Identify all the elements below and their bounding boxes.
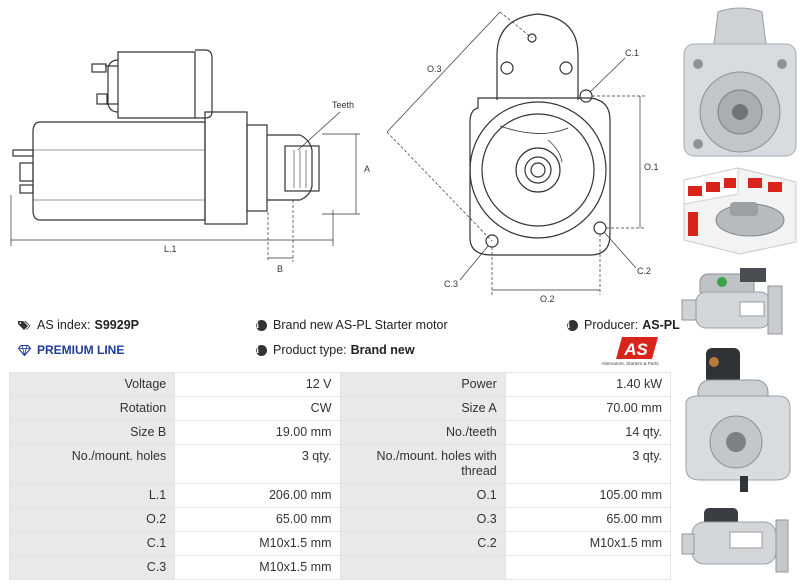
spec-value: CW bbox=[174, 396, 341, 421]
dimension-b-label: B bbox=[277, 264, 283, 274]
premium-line-row: PREMIUM LINE bbox=[18, 343, 124, 357]
spec-label: C.1 bbox=[8, 531, 176, 556]
spec-label: Size A bbox=[339, 396, 506, 421]
info-icon: i bbox=[567, 319, 578, 331]
technical-drawing: Teeth A B L.1 O.1 O.2 O.3 C.1 C.2 C.3 bbox=[10, 11, 659, 304]
product-photo-side-2[interactable] bbox=[678, 500, 800, 580]
dimension-o1-label: O.1 bbox=[644, 162, 659, 172]
spec-value: 19.00 mm bbox=[174, 420, 341, 445]
product-photo-side[interactable] bbox=[678, 262, 800, 340]
info-icon: i bbox=[256, 344, 267, 356]
dimension-a-label: A bbox=[364, 164, 370, 174]
producer-label: Producer: bbox=[584, 318, 639, 332]
teeth-label: Teeth bbox=[332, 100, 354, 110]
info-icon: i bbox=[256, 319, 267, 331]
spec-label: O.3 bbox=[339, 507, 506, 532]
spec-value: 12 V bbox=[174, 372, 341, 397]
spec-value: 3 qty. bbox=[504, 444, 672, 484]
dimension-o2-label: O.2 bbox=[540, 294, 555, 304]
product-photo-angled[interactable] bbox=[678, 344, 800, 494]
hole-c2-label: C.2 bbox=[637, 266, 651, 276]
spec-label: L.1 bbox=[8, 483, 176, 508]
tag-icon bbox=[18, 320, 31, 330]
diamond-icon bbox=[18, 344, 31, 356]
spec-label: C.3 bbox=[8, 555, 176, 580]
premium-line-label: PREMIUM LINE bbox=[37, 343, 125, 357]
as-index-row: AS index: S9929P bbox=[18, 318, 139, 332]
spec-value: 70.00 mm bbox=[504, 396, 672, 421]
product-photo-front[interactable] bbox=[678, 4, 800, 160]
spec-label: No./mount. holes with thread bbox=[339, 444, 506, 484]
as-pl-logo: AS Alternators, Starters & Parts bbox=[601, 337, 659, 366]
spec-label: Size B bbox=[8, 420, 176, 445]
spec-value: 65.00 mm bbox=[504, 507, 672, 532]
spec-value: 3 qty. bbox=[174, 444, 341, 484]
as-index-value: S9929P bbox=[94, 318, 139, 332]
hole-c1-label: C.1 bbox=[625, 48, 639, 58]
spec-value: 14 qty. bbox=[504, 420, 672, 445]
side-view-drawing bbox=[10, 49, 360, 262]
spec-value: 206.00 mm bbox=[174, 483, 341, 508]
logo-mark: AS bbox=[623, 340, 648, 359]
spec-value: M10x1.5 mm bbox=[504, 531, 672, 556]
spec-value: 1.40 kW bbox=[504, 372, 672, 397]
dimension-l1-label: L.1 bbox=[164, 244, 177, 254]
spec-label bbox=[339, 555, 506, 580]
spec-label: Power bbox=[339, 372, 506, 397]
dimension-o3-label: O.3 bbox=[427, 64, 442, 74]
product-type-value: Brand new bbox=[350, 343, 415, 357]
spec-value: M10x1.5 mm bbox=[174, 531, 341, 556]
description-row: i Brand new AS-PL Starter motor bbox=[256, 318, 448, 332]
product-type-label: Product type: bbox=[273, 343, 347, 357]
spec-value bbox=[504, 555, 672, 580]
product-photo-box[interactable] bbox=[678, 164, 800, 256]
hole-c3-label: C.3 bbox=[444, 279, 458, 289]
producer-row: i Producer: AS-PL bbox=[567, 318, 680, 332]
producer-value: AS-PL bbox=[642, 318, 680, 332]
spec-label: Voltage bbox=[8, 372, 176, 397]
spec-value: 105.00 mm bbox=[504, 483, 672, 508]
product-photo-strip bbox=[678, 0, 800, 585]
front-view-drawing bbox=[386, 11, 645, 295]
spec-value: 65.00 mm bbox=[174, 507, 341, 532]
spec-label: No./teeth bbox=[339, 420, 506, 445]
spec-label: O.2 bbox=[8, 507, 176, 532]
spec-label: O.1 bbox=[339, 483, 506, 508]
as-index-label: AS index: bbox=[37, 318, 91, 332]
spec-label: No./mount. holes bbox=[8, 444, 176, 484]
spec-label: Rotation bbox=[8, 396, 176, 421]
logo-tagline: Alternators, Starters & Parts bbox=[601, 361, 659, 366]
spec-value: M10x1.5 mm bbox=[174, 555, 341, 580]
product-type-row: i Product type: Brand new bbox=[256, 343, 415, 357]
product-description: Brand new AS-PL Starter motor bbox=[273, 318, 448, 332]
spec-label: C.2 bbox=[339, 531, 506, 556]
